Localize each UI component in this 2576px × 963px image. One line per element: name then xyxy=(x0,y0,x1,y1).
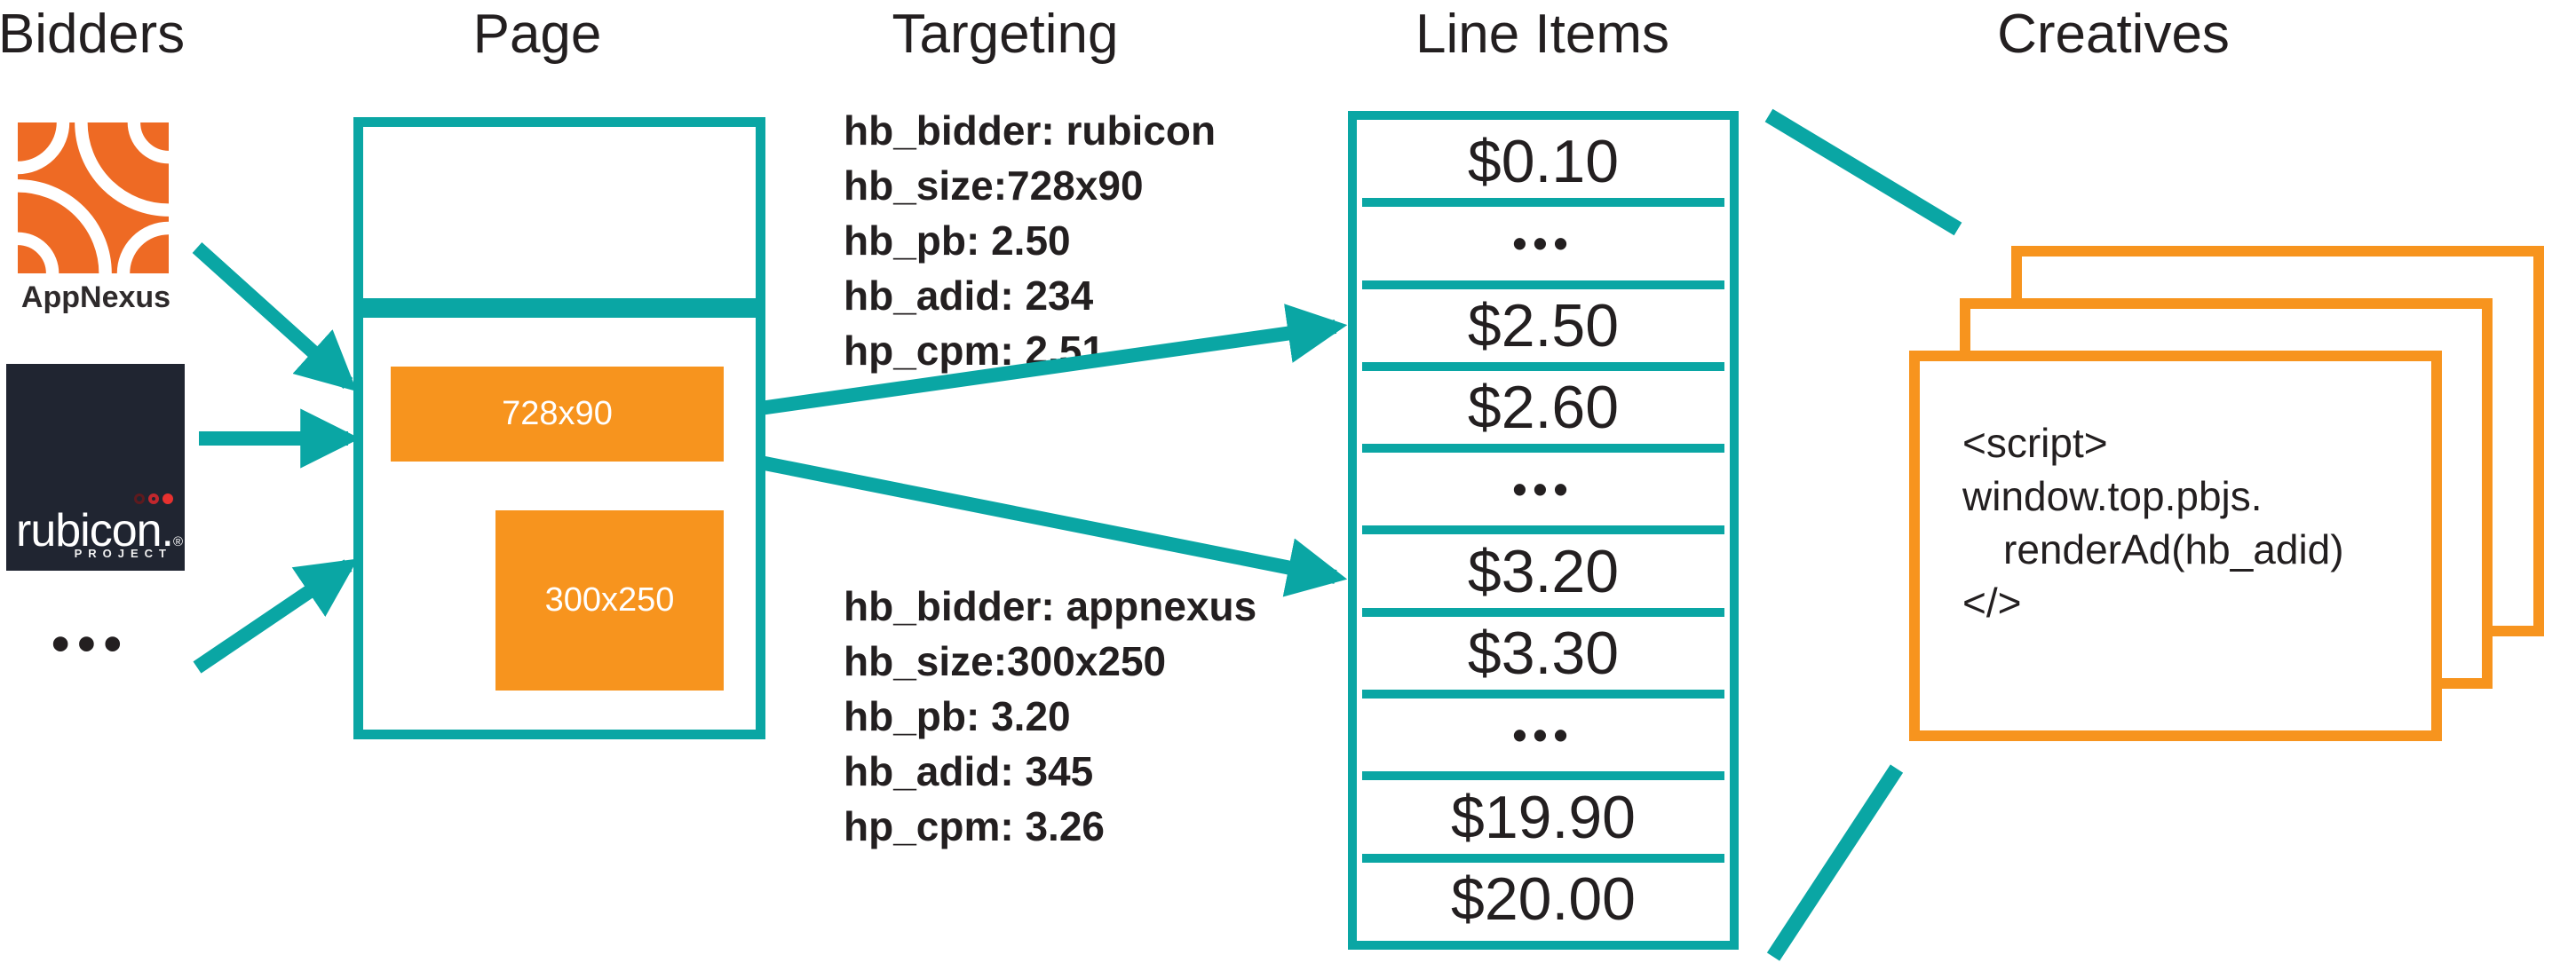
column-header-line-items: Line Items xyxy=(1415,4,1670,65)
line-lineitems-to-creatives-bottom xyxy=(1766,764,1904,961)
script-line: renderAd(hb_adid) xyxy=(2003,526,2344,572)
line-item-row: $0.10 xyxy=(1467,128,1620,196)
line-lineitems-to-creatives-top xyxy=(1764,108,1962,236)
ad-slot-300x250-label: 300x250 xyxy=(544,581,675,619)
targeting-line: hb_size:728x90 xyxy=(844,162,1144,209)
targeting-block-appnexus: hb_bidder: appnexus hb_size:300x250 hb_p… xyxy=(844,579,1256,854)
targeting-line: hp_cpm: 3.26 xyxy=(844,803,1105,849)
targeting-block-rubicon: hb_bidder: rubicon hb_size:728x90 hb_pb:… xyxy=(844,103,1216,378)
line-item-row-ellipsis: ••• xyxy=(1362,444,1724,525)
line-items-table: $0.10 ••• $2.50 $2.60 ••• $3.20 $3.30 ••… xyxy=(1348,111,1739,950)
script-line: <script> xyxy=(1962,420,2108,466)
targeting-line: hb_pb: 3.20 xyxy=(844,693,1071,739)
targeting-line: hb_adid: 345 xyxy=(844,748,1094,794)
targeting-line: hb_pb: 2.50 xyxy=(844,217,1071,264)
column-header-creatives: Creatives xyxy=(1997,4,2230,65)
rubicon-wordmark: rubicon.® xyxy=(16,505,183,556)
script-line: window.top.pbjs. xyxy=(1962,473,2263,519)
script-line: </> xyxy=(1962,580,2022,626)
rubicon-dots-icon xyxy=(134,493,173,504)
arrow-page-to-lineitem-320 xyxy=(758,455,1348,597)
column-header-page: Page xyxy=(472,4,602,65)
line-item-row: $19.90 xyxy=(1362,771,1724,853)
column-header-targeting: Targeting xyxy=(892,4,1119,65)
column-header-bidders: Bidders xyxy=(0,4,186,65)
ad-slot-728x90: 728x90 xyxy=(391,367,724,462)
targeting-line: hb_size:300x250 xyxy=(844,638,1167,684)
line-item-row: $3.20 xyxy=(1362,525,1724,607)
targeting-line: hb_bidder: appnexus xyxy=(844,583,1257,629)
registered-mark: ® xyxy=(173,534,183,549)
targeting-line: hb_bidder: rubicon xyxy=(844,107,1217,154)
appnexus-bidder: AppNexus xyxy=(18,122,174,315)
creative-card-front: <script> window.top.pbjs. renderAd(hb_ad… xyxy=(1909,351,2442,741)
rubicon-project-label: PROJECT xyxy=(74,547,172,560)
line-item-row: $2.60 xyxy=(1362,361,1724,444)
line-item-row: $2.50 xyxy=(1362,280,1724,362)
appnexus-label: AppNexus xyxy=(20,280,171,314)
ad-slot-300x250: 300x250 xyxy=(495,510,724,691)
ad-slot-728x90-label: 728x90 xyxy=(502,395,613,432)
line-item-row-ellipsis: ••• xyxy=(1362,690,1724,771)
line-item-row-ellipsis: ••• xyxy=(1362,198,1724,280)
more-bidders-ellipsis: ••• xyxy=(52,615,130,673)
line-item-row: $3.30 xyxy=(1362,607,1724,690)
arrow-appnexus-to-page xyxy=(192,242,357,391)
targeting-line: hp_cpm: 2.51 xyxy=(844,328,1105,374)
targeting-line: hb_adid: 234 xyxy=(844,272,1094,319)
appnexus-logo-icon xyxy=(18,122,169,273)
rubicon-bidder: rubicon.® PROJECT xyxy=(6,364,185,571)
page-header-region xyxy=(353,117,765,308)
arrow-others-to-page xyxy=(193,558,359,674)
line-item-row: $20.00 xyxy=(1362,853,1724,935)
creative-script-snippet: <script> window.top.pbjs. renderAd(hb_ad… xyxy=(1920,361,2431,629)
